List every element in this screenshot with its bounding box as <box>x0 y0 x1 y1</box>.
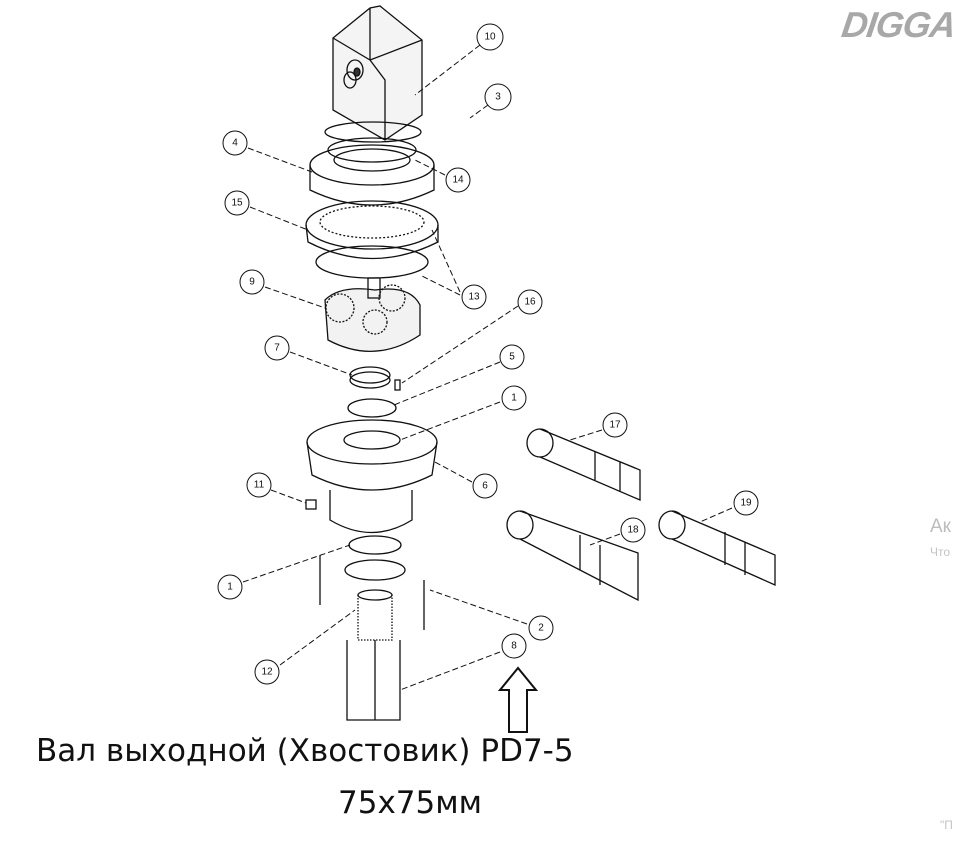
callout-16: 16 <box>517 289 543 315</box>
svg-text:10: 10 <box>484 32 496 43</box>
svg-text:11: 11 <box>254 480 265 491</box>
svg-text:3: 3 <box>495 92 501 103</box>
part-shaft-17 <box>526 428 641 501</box>
part-planetary-carrier <box>324 277 421 353</box>
svg-text:8: 8 <box>511 641 517 652</box>
callout-3: 3 <box>484 83 512 111</box>
arrow-up-icon <box>497 666 539 733</box>
svg-text:9: 9 <box>249 277 255 288</box>
callout-2: 2 <box>528 615 554 641</box>
digga-logo: DIGGA <box>839 4 955 45</box>
activation-watermark-footer: "П <box>940 818 953 832</box>
callout-5: 5 <box>499 344 525 370</box>
callout-11: 11 <box>246 472 272 498</box>
svg-text:18: 18 <box>627 525 639 536</box>
caption-title: Вал выходной (Хвостовик) PD7-5 <box>36 733 574 769</box>
part-bearing-1 <box>348 535 402 555</box>
callout-1-upper: 1 <box>501 385 527 411</box>
activation-watermark-title: Ак <box>930 516 951 537</box>
callout-7: 7 <box>264 335 290 361</box>
callout-6: 6 <box>472 473 498 499</box>
part-flange <box>309 137 435 206</box>
callout-1-lower: 1 <box>217 574 243 600</box>
svg-text:4: 4 <box>232 138 238 149</box>
activation-watermark-text: Что <box>930 545 951 559</box>
part-key-16 <box>394 379 401 391</box>
svg-text:12: 12 <box>261 667 273 678</box>
callout-13: 13 <box>461 284 487 310</box>
svg-text:5: 5 <box>509 352 515 363</box>
svg-text:17: 17 <box>609 420 621 431</box>
callout-18: 18 <box>620 517 646 543</box>
svg-text:6: 6 <box>482 481 488 492</box>
part-ring-gear <box>305 200 439 279</box>
callout-15: 15 <box>224 190 250 216</box>
svg-text:14: 14 <box>452 175 464 186</box>
part-output-shaft <box>346 589 401 721</box>
svg-text:15: 15 <box>231 198 243 209</box>
svg-text:13: 13 <box>468 292 480 303</box>
callout-14: 14 <box>445 167 471 193</box>
part-bearing-7 <box>349 366 391 384</box>
part-plug-11 <box>305 499 317 510</box>
svg-text:7: 7 <box>274 343 280 354</box>
callout-12: 12 <box>254 659 280 685</box>
part-bearing-5 <box>347 398 397 418</box>
caption-size: 75x75мм <box>338 785 483 821</box>
svg-text:2: 2 <box>538 623 544 634</box>
part-shaft-18 <box>506 510 639 602</box>
svg-text:19: 19 <box>740 498 752 509</box>
svg-text:1: 1 <box>227 582 233 593</box>
callout-8: 8 <box>501 633 527 659</box>
part-hex-adapter <box>324 5 423 143</box>
svg-text:16: 16 <box>524 297 536 308</box>
callout-19: 19 <box>733 490 759 516</box>
callout-17: 17 <box>602 412 628 438</box>
part-housing <box>306 419 438 534</box>
callout-9: 9 <box>239 269 265 295</box>
callout-4: 4 <box>222 130 248 156</box>
callout-10: 10 <box>476 23 504 51</box>
part-shaft-19 <box>658 510 776 587</box>
svg-text:1: 1 <box>511 393 517 404</box>
